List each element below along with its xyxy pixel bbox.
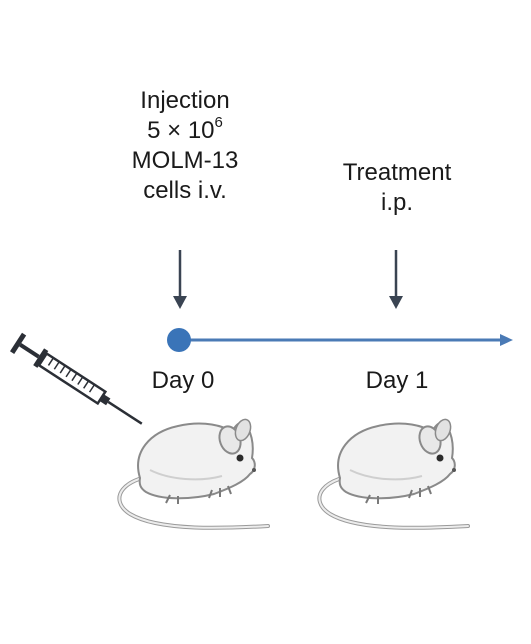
treatment-arrow	[389, 250, 403, 309]
injection-label: Injection 5 × 106 MOLM-13 cells i.v.	[95, 86, 275, 206]
treatment-title: Treatment	[342, 159, 452, 186]
timeline-axis	[180, 334, 513, 346]
injection-cell-line: MOLM-13	[131, 147, 239, 174]
mouse-icon	[317, 418, 470, 530]
injection-route: cells i.v.	[143, 177, 227, 204]
treatment-route: i.p.	[380, 189, 413, 216]
mouse-icon	[117, 418, 270, 530]
day1-label: Day 1	[365, 367, 429, 394]
injection-dose: 5 × 106	[95, 114, 275, 146]
injection-title: Injection	[140, 87, 230, 114]
injection-dose-base: 5 × 10	[147, 117, 215, 144]
injection-arrow	[173, 250, 187, 309]
treatment-label: Treatment i.p.	[307, 158, 487, 218]
injection-dose-exponent: 6	[214, 114, 223, 131]
day0-marker	[167, 328, 191, 352]
day0-label: Day 0	[151, 367, 215, 394]
syringe-icon	[10, 332, 143, 425]
